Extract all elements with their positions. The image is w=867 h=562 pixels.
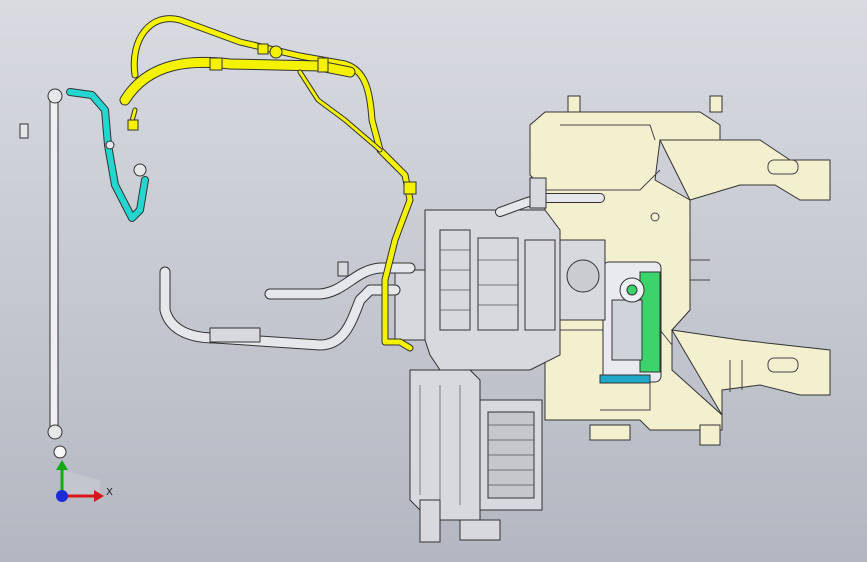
heater-hose-upper[interactable]	[264, 262, 416, 300]
refrigerant-fittings[interactable]	[127, 43, 417, 195]
refrigerant-line-yellow[interactable]	[119, 15, 414, 352]
triad-x-label: X	[106, 487, 113, 498]
blend-door-module[interactable]	[599, 261, 662, 384]
housing-top-pipe[interactable]	[495, 177, 605, 217]
housing-detail-lines	[419, 249, 534, 505]
drain-rod[interactable]	[19, 88, 67, 459]
cyan-hose[interactable]	[66, 88, 149, 222]
heater-hose-lower[interactable]	[159, 261, 401, 351]
coordinate-triad-icon	[56, 460, 104, 502]
